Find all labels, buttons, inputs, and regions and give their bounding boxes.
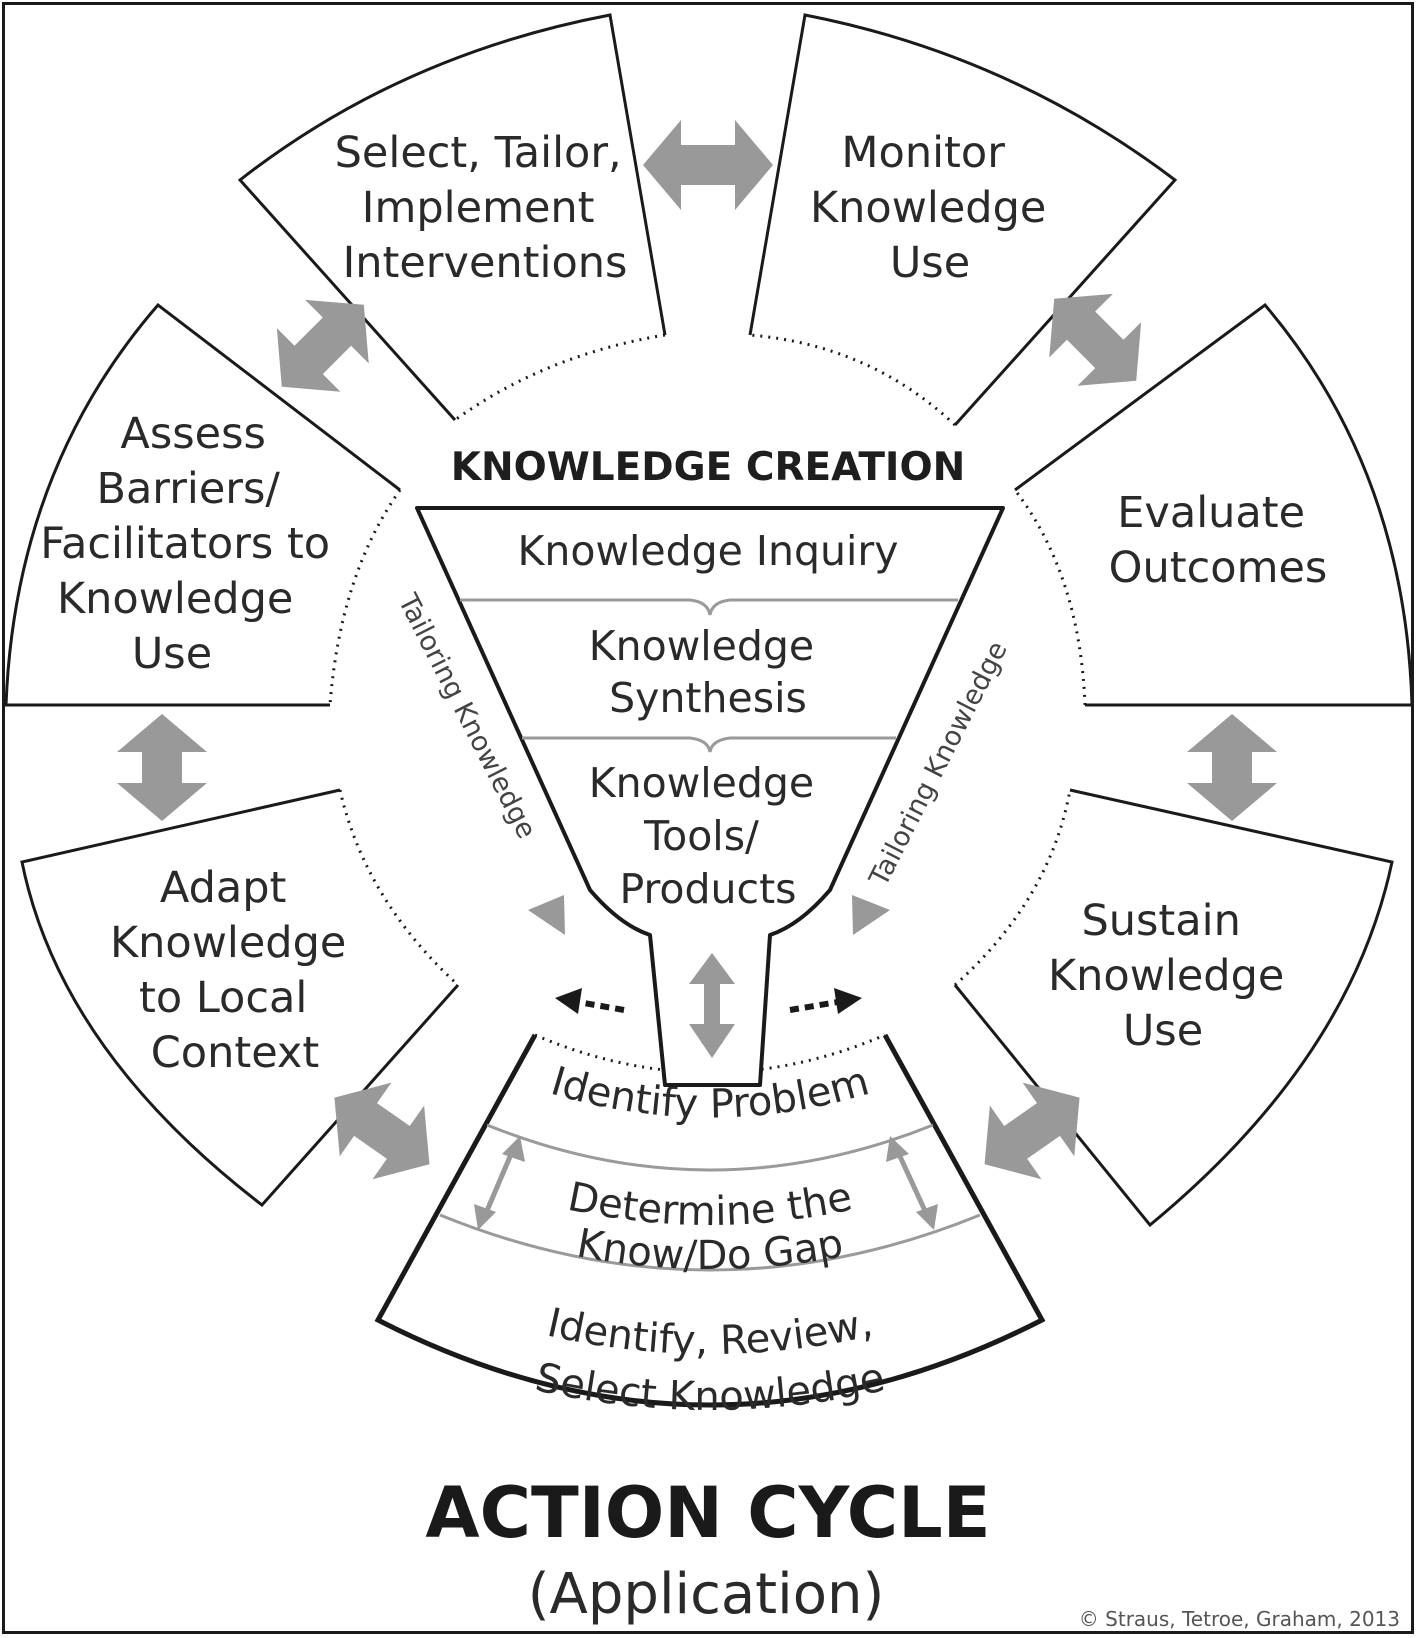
double-arrow-assess-adapt [117, 714, 207, 821]
segment-adapt-text: Adapt Knowledge to Local Context [110, 863, 360, 1078]
knowledge-synthesis-text: Knowledge Synthesis [589, 622, 827, 722]
segment-select-tailor-text: Select, Tailor, Implement Interventions [335, 128, 636, 288]
segment-assess-text: Assess Barriers/ Facilitators to Knowled… [40, 409, 344, 679]
double-arrow-monitor-evaluate [1049, 293, 1142, 386]
double-arrow-adapt-identify [334, 1082, 430, 1180]
dashed-arrow-left [555, 988, 625, 1014]
base-segment: Identify Problem Determine the Know/Do G… [374, 1033, 1046, 1420]
base-arrow-right [886, 1136, 938, 1230]
funnel-divider-2 [522, 736, 896, 753]
double-arrow-funnel-stem [689, 953, 735, 1058]
segment-evaluate-text: Evaluate Outcomes [1109, 488, 1328, 593]
double-arrow-evaluate-sustain [1187, 714, 1277, 821]
funnel-divider-1 [460, 598, 958, 616]
double-arrow-identify-sustain [984, 1082, 1080, 1180]
base-divider-2 [439, 1213, 981, 1272]
knowledge-creation-title: KNOWLEDGE CREATION [451, 445, 965, 490]
segment-evaluate-outcomes: Evaluate Outcomes [1013, 302, 1414, 707]
copyright-notice: © Straus, Tetroe, Graham, 2013 [1079, 1607, 1400, 1631]
knowledge-tools-text: Knowledge Tools/ Products [589, 759, 827, 913]
segment-select-tailor: Select, Tailor, Implement Interventions [237, 13, 667, 422]
base-arrow-left [474, 1136, 525, 1230]
segment-monitor-knowledge-use: Monitor Knowledge Use [748, 13, 1178, 427]
tailoring-left-arrowhead [528, 895, 565, 935]
double-arrow-assess-select [276, 299, 369, 392]
segment-monitor-text: Monitor Knowledge Use [810, 128, 1060, 288]
segment-assess-barriers: Assess Barriers/ Facilitators to Knowled… [4, 302, 402, 707]
knowledge-creation-funnel: KNOWLEDGE CREATION Knowledge Inquiry Kno… [415, 445, 1005, 1087]
double-arrow-select-monitor [643, 120, 773, 210]
segment-sustain-text: Sustain Knowledge Use [1048, 896, 1298, 1056]
base-divider-1 [486, 1123, 934, 1172]
action-cycle-title: ACTION CYCLE [425, 1472, 990, 1554]
action-cycle-subtitle: (Application) [528, 1562, 885, 1627]
dashed-arrow-right [789, 988, 862, 1014]
knowledge-inquiry-text: Knowledge Inquiry [517, 527, 898, 575]
tailoring-right-arrowhead [852, 895, 890, 935]
